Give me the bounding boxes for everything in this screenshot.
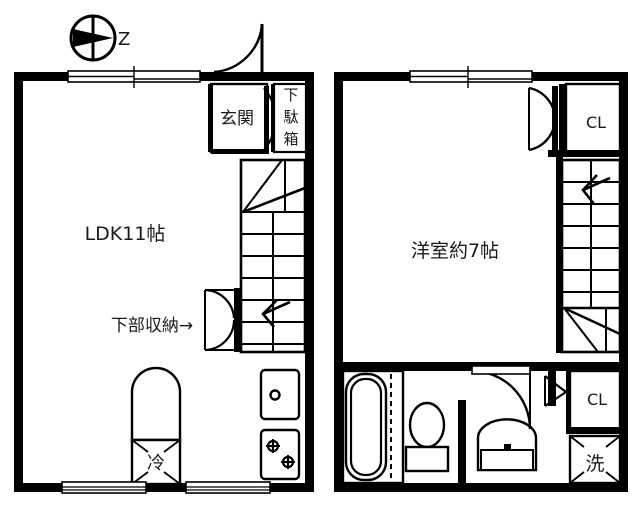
compass-rose: Z [69, 14, 130, 62]
kitchen-sink [259, 368, 301, 421]
room-label-genkan: 玄関 [220, 109, 254, 129]
staircase-1f [239, 158, 307, 354]
closet-folding-door[interactable] [528, 86, 558, 154]
window-top-1f [67, 66, 201, 88]
refrigerator-label: 冷 [147, 453, 165, 474]
room-label-getabako-1: 下 [283, 86, 298, 104]
closet-lower: CL [566, 369, 628, 434]
entrance-door[interactable] [213, 20, 266, 76]
window-top-2f [409, 66, 533, 88]
burner-icon [266, 439, 280, 453]
room-label-getabako-2: 駄 [283, 108, 298, 126]
burner-icon-2 [281, 455, 295, 469]
bath-door[interactable] [471, 365, 532, 430]
toilet-partition-wall [458, 400, 466, 484]
closet-upper: CL [548, 82, 622, 157]
floor-2-plan: CL [334, 66, 628, 492]
staircase-2f [556, 157, 622, 354]
kitchen-stove [259, 428, 301, 481]
toilet [404, 401, 450, 473]
room-label-ldk: LDK11帖 [85, 223, 166, 245]
floor2-divider-wall [334, 362, 564, 371]
floor-1-plan: 冷 [14, 20, 314, 494]
washer-label: 洗 [585, 453, 604, 475]
compass-needle [73, 29, 113, 47]
window-bottom-right-1f [185, 481, 271, 494]
annotation-under-storage: 下部収納→ [111, 316, 193, 336]
closet-upper-label: CL [586, 113, 606, 132]
room-label-western: 洋室約7帖 [411, 240, 499, 262]
bathroom-unit [341, 369, 405, 485]
vanity-basin [476, 418, 538, 472]
window-bottom-left-1f [61, 481, 147, 494]
refrigerator-space: 冷 [130, 438, 182, 486]
room-label-getabako-3: 箱 [283, 130, 298, 148]
ldk-door[interactable] [204, 288, 240, 352]
compass-label: Z [118, 29, 130, 50]
shoe-cabinet [271, 82, 308, 154]
washer-space: 洗 [568, 434, 622, 485]
closet-lower-label: CL [587, 390, 607, 409]
arched-closet [130, 366, 182, 442]
floor2-divider-wall-right [556, 362, 628, 371]
